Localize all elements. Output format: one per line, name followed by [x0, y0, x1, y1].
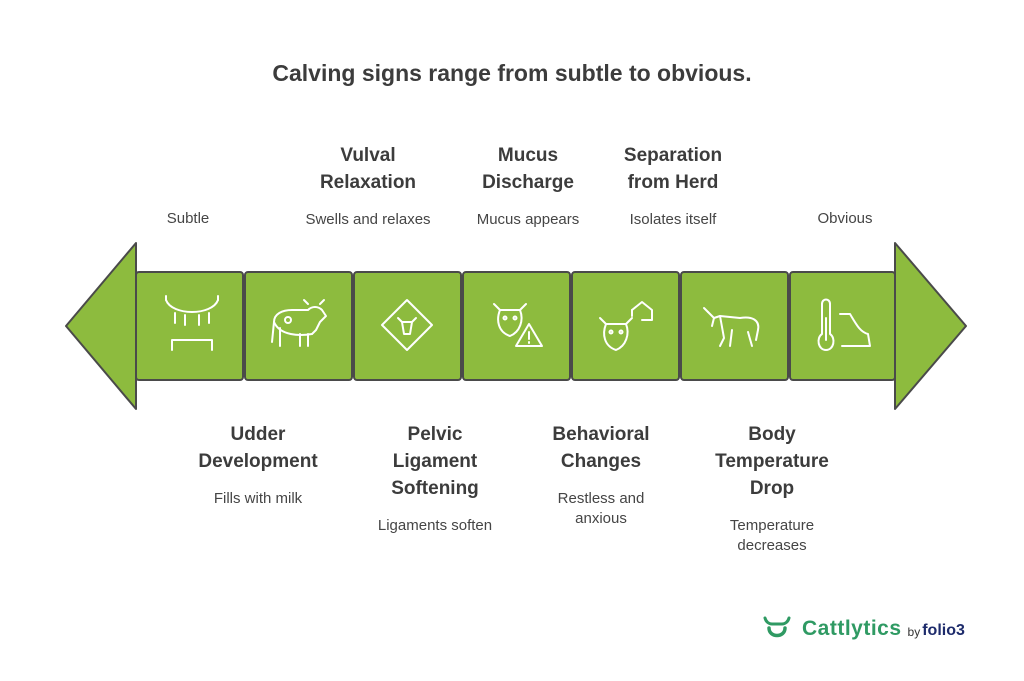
segment-2	[244, 271, 353, 381]
logo-name: Cattlytics	[802, 617, 902, 640]
logo-company: folio3	[922, 622, 965, 639]
cow-behavior-icon	[599, 301, 653, 351]
segment-4	[462, 271, 571, 381]
cattlytics-logo: Cattlytics by folio3	[760, 612, 965, 646]
left-arrowhead	[65, 242, 137, 410]
cow-icon	[271, 299, 327, 347]
thermometer-drop-icon	[817, 298, 871, 351]
stage-udder-development-desc: Fills with milk	[213, 490, 303, 507]
lone-cow-icon	[703, 307, 760, 347]
obvious-label: Obvious	[817, 210, 873, 227]
cow-warning-sign-icon	[381, 299, 433, 351]
stage-separation-desc: Isolates itself	[629, 211, 717, 228]
stage-pelvic-ligament-desc: Ligaments soften	[377, 517, 493, 534]
segment-5	[571, 271, 680, 381]
segment-3	[353, 271, 462, 381]
stage-vulval-relaxation-desc: Swells and relaxes	[305, 211, 431, 228]
subtle-label: Subtle	[166, 210, 210, 227]
logo-by: by	[907, 625, 921, 639]
cattlytics-logo-icon	[763, 616, 791, 638]
cow-alert-icon	[493, 303, 543, 347]
diagram-title: Calving signs range from subtle to obvio…	[272, 60, 752, 86]
segment-6	[680, 271, 789, 381]
segment-1	[135, 271, 244, 381]
udder-icon	[165, 295, 219, 351]
stage-mucus-discharge-desc: Mucus appears	[476, 211, 580, 228]
segment-7	[789, 271, 896, 381]
right-arrowhead	[894, 242, 967, 410]
